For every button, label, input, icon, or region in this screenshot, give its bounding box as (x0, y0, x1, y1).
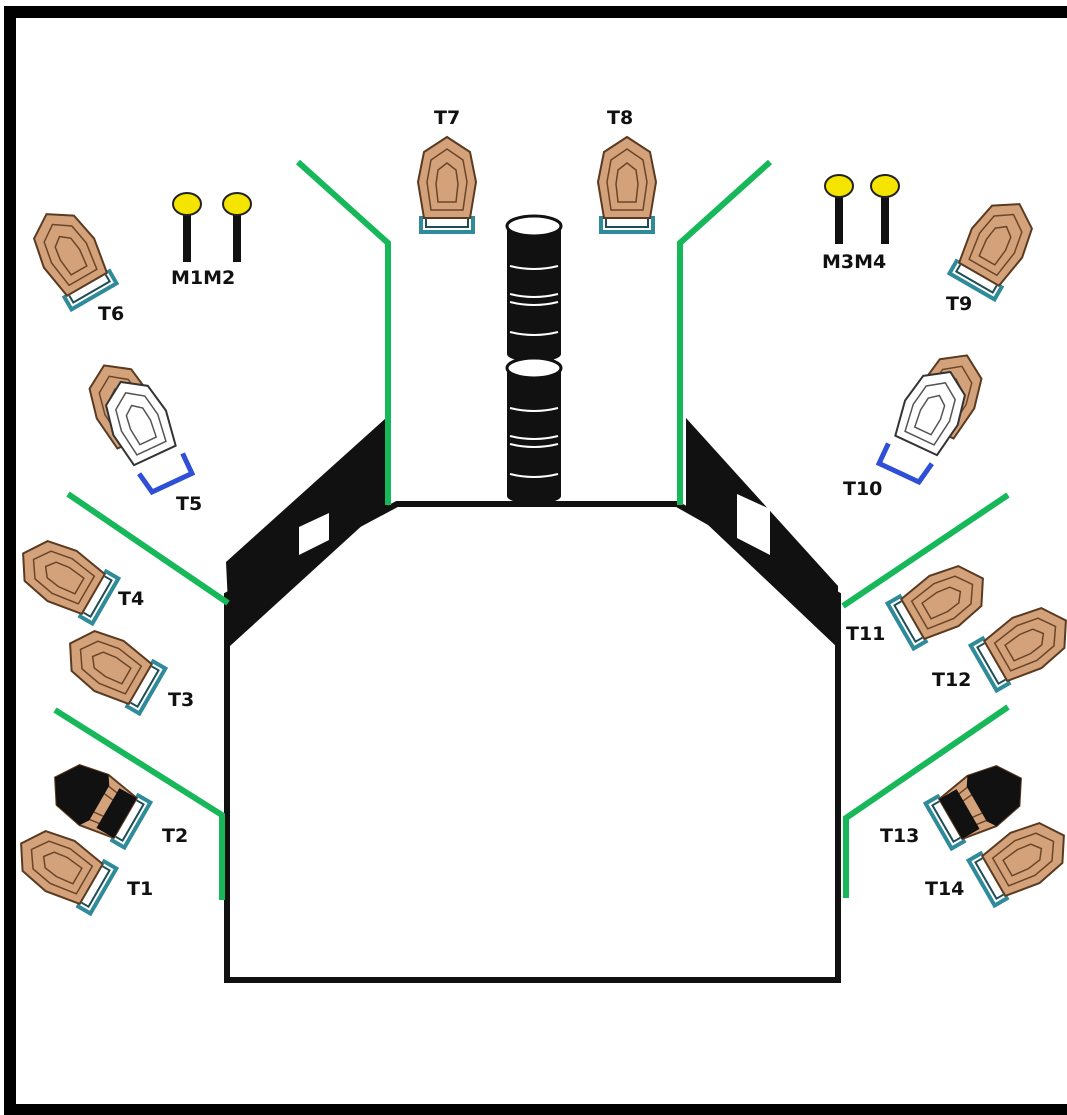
target-t3 (54, 617, 168, 716)
target-t5 (76, 352, 196, 496)
fault-lines (53, 159, 1010, 900)
fault-line-left-lower (53, 707, 225, 900)
label-t2: T2 (162, 825, 188, 847)
target-t10 (875, 342, 995, 486)
target-t2 (39, 751, 153, 850)
outer-frame (4, 6, 1067, 1115)
right-wall (686, 418, 838, 648)
target-t6 (20, 198, 119, 312)
fault-line-left-upper (66, 491, 230, 606)
fault-line-top-right (677, 159, 773, 505)
label-t4: T4 (118, 588, 144, 610)
barrel-stack-lower (505, 356, 563, 506)
popper-m2 (222, 192, 252, 263)
label-t11: T11 (846, 623, 885, 645)
label-t9: T9 (946, 293, 972, 315)
fault-line-right-upper (841, 492, 1010, 609)
label-m3m4: M3M4 (822, 251, 886, 273)
label-t12: T12 (932, 669, 971, 691)
label-t1: T1 (127, 878, 153, 900)
target-t7 (417, 136, 477, 234)
left-wall (226, 418, 388, 646)
label-t7: T7 (434, 107, 460, 129)
popper-m1 (172, 192, 202, 263)
label-t6: T6 (98, 303, 124, 325)
label-t3: T3 (168, 689, 194, 711)
target-t8 (597, 136, 657, 234)
label-m1m2: M1M2 (171, 267, 235, 289)
barrel-stack-upper (505, 214, 563, 364)
target-t13 (923, 752, 1037, 851)
label-t10: T10 (843, 478, 882, 500)
label-t14: T14 (925, 878, 964, 900)
popper-m4 (870, 174, 900, 245)
target-t12 (968, 594, 1067, 693)
target-t4 (7, 527, 121, 626)
fault-line-right-lower (843, 704, 1010, 898)
label-t13: T13 (880, 825, 919, 847)
fault-line-top-left (295, 159, 391, 505)
target-t9 (947, 188, 1046, 302)
label-t5: T5 (176, 493, 202, 515)
popper-m3 (824, 174, 854, 245)
label-t8: T8 (607, 107, 633, 129)
shooting-area (224, 501, 841, 983)
